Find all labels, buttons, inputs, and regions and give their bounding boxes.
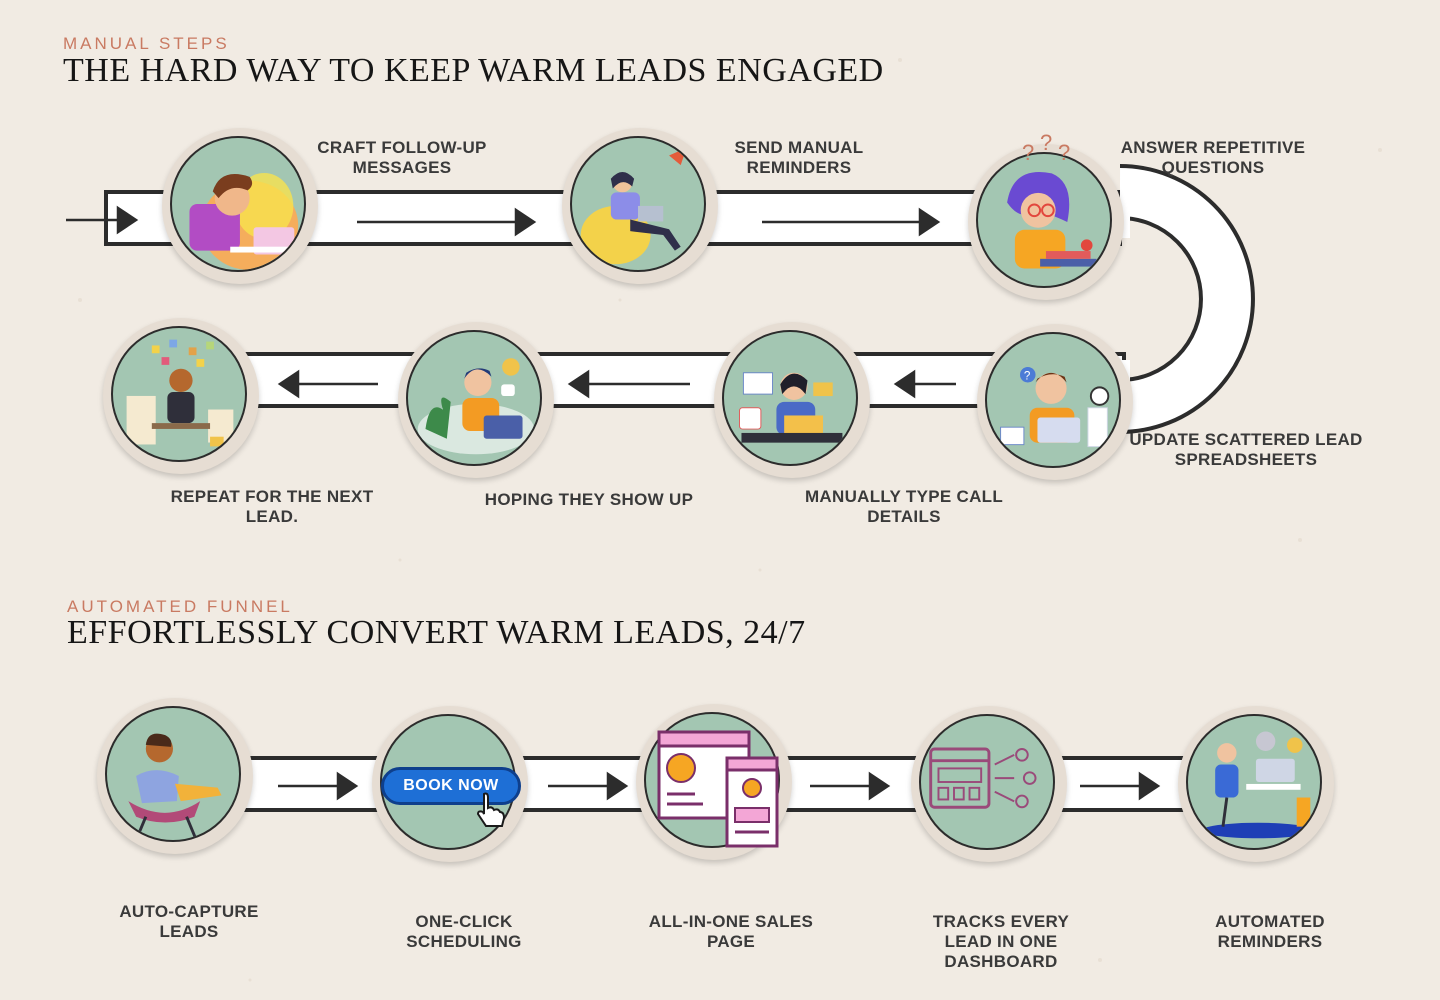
arrow-left [277, 369, 956, 399]
step-node-update: ? [977, 324, 1133, 480]
step-label-craft: CRAFT FOLLOW-UP MESSAGES [317, 138, 487, 177]
relaxed-person-icon [128, 733, 222, 840]
svg-text:?: ? [1040, 132, 1052, 155]
hand-cursor-icon [476, 792, 506, 827]
robot-assistant-icon [1201, 731, 1315, 839]
step-label-auto-capture: AUTO-CAPTURE LEADS [119, 902, 259, 941]
svg-text:?: ? [1022, 140, 1034, 165]
step-node-dashboard [911, 706, 1067, 862]
person-on-beanbag-icon [580, 147, 687, 265]
confused-woman-icon [1007, 172, 1097, 269]
step-label-hoping: HOPING THEY SHOW UP [484, 490, 694, 509]
person-at-laptop-icon [189, 172, 299, 270]
man-waiting-icon [417, 358, 535, 455]
manual-title: THE HARD WAY TO KEEP WARM LEADS ENGAGED [63, 52, 884, 89]
automated-title: EFFORTLESSLY CONVERT WARM LEADS, 24/7 [67, 614, 806, 651]
step-node-auto-capture [97, 698, 253, 854]
entry-arrow [66, 205, 139, 235]
book-now-button[interactable]: BOOK NOW [381, 767, 521, 805]
svg-text:?: ? [1058, 140, 1070, 165]
step-node-repeat [103, 318, 259, 474]
dashboard-icon [929, 747, 1037, 809]
step-label-repeat: REPEAT FOR THE NEXT LEAD. [170, 487, 374, 526]
sales-page-windows-icon [657, 730, 779, 848]
arrow-right [357, 207, 941, 237]
man-with-papers-icon: ? [1000, 367, 1110, 448]
woman-with-folders-icon [739, 372, 843, 443]
step-node-craft [162, 128, 318, 284]
question-marks-icon: ? ? ? [1022, 132, 1070, 165]
step-node-answer [968, 144, 1124, 300]
step-label-send: SEND MANUAL REMINDERS [734, 138, 864, 177]
step-node-hoping [398, 322, 554, 478]
arrow-right [278, 771, 1161, 801]
svg-text:?: ? [1024, 370, 1031, 383]
step-node-reminders [1178, 706, 1334, 862]
step-label-sales-page: ALL-IN-ONE SALES PAGE [648, 912, 814, 951]
step-label-dashboard: TRACKS EVERY LEAD IN ONE DASHBOARD [932, 912, 1070, 971]
step-label-reminders: AUTOMATED REMINDERS [1215, 912, 1325, 951]
automated-eyebrow: AUTOMATED FUNNEL [67, 597, 293, 616]
overwhelmed-person-icon [126, 339, 234, 447]
step-label-one-click: ONE-CLICK SCHEDULING [406, 912, 522, 951]
step-label-answer: ANSWER REPETITIVE QUESTIONS [1120, 138, 1306, 177]
step-node-type [714, 322, 870, 478]
step-label-update: UPDATE SCATTERED LEAD SPREADSHEETS [1129, 430, 1363, 469]
step-label-type: MANUALLY TYPE CALL DETAILS [804, 487, 1004, 526]
manual-eyebrow: MANUAL STEPS [63, 34, 230, 53]
step-node-send [562, 128, 718, 284]
